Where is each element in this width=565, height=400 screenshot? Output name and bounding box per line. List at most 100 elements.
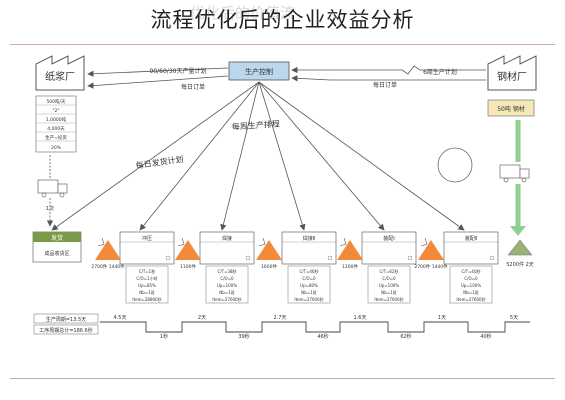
data-box-line: Nb=1班 xyxy=(139,289,154,295)
data-box-line: C/T=62秒 xyxy=(379,268,398,274)
supplier-factory: 纸浆厂 xyxy=(35,55,85,91)
data-box-line: C/T=1秒 xyxy=(139,268,155,274)
end-inventory-label: 5200件 2天 xyxy=(506,261,534,268)
data-box-line: Item=27600秒 xyxy=(374,296,403,302)
process-box-assembly-1: 装配Ⅰ xyxy=(361,231,417,265)
data-box-welding-2: C/T=46秒 C/O=0 Up=80% Nb=1班 Item=27600秒 xyxy=(287,265,331,304)
process-label: 焊接Ⅱ xyxy=(303,235,315,242)
supplier-truck-icon xyxy=(37,179,68,198)
supplier-info-line: 500吨/天 xyxy=(46,98,66,105)
flow-label-left-top: 90/60/30天产量计划 xyxy=(150,67,207,75)
customer-truck-icon xyxy=(499,164,530,183)
legend-process-time: 工序周期总计=186.6秒 xyxy=(39,327,93,334)
end-inventory-triangle xyxy=(507,239,533,256)
process-box-welding-2: 焊接Ⅱ xyxy=(281,231,337,265)
data-box-line: Item=27600秒 xyxy=(456,296,485,302)
data-box-line: Item=27600秒 xyxy=(294,296,323,302)
customer-label: 钢材厂 xyxy=(497,70,527,83)
process-label: 装配Ⅱ xyxy=(465,235,477,242)
schedule-fan-lines xyxy=(51,81,465,231)
data-box-line: C/O=0 xyxy=(464,276,478,281)
timeline-days-label: 1天 xyxy=(438,315,446,321)
data-box-line: Item=28800秒 xyxy=(132,296,161,302)
inventory-label: 1200件 xyxy=(342,263,358,270)
process-box-welding: 焊接 xyxy=(199,231,255,265)
timeline-seconds-label: 1秒 xyxy=(160,333,168,340)
data-box-line: C/O=0 xyxy=(220,276,234,281)
process-box-stamping: 冲压 xyxy=(119,231,175,265)
data-box-line: Nb=1班 xyxy=(219,289,234,295)
data-box-stamping: C/T=1秒 C/O=1小时 Up=85% Nb=1班 Item=28800秒 xyxy=(125,265,169,304)
supplier-info-line: 生产=投资 xyxy=(45,134,67,141)
timeline-days-label: 4.5天 xyxy=(114,315,127,321)
supplier-info-line: "2" xyxy=(52,108,59,114)
timeline-days-label: 2.7天 xyxy=(274,315,287,321)
customer-factory: 钢材厂 xyxy=(487,55,537,91)
kaizen-inventory-5: 2700件 1440件 xyxy=(414,237,448,270)
data-box-line: Nb=1班 xyxy=(301,289,316,295)
timeline-step-line xyxy=(100,321,530,333)
data-box-line: C/T=40秒 xyxy=(461,268,480,274)
supplier-info-line: 4,000天 xyxy=(47,126,65,132)
data-box-line: Up=100% xyxy=(461,283,481,288)
title-ghost-text: 优化后的价值流 xyxy=(190,4,296,22)
supplier-info-box: 500吨/天 "2" 1,0000吨 4,000天 生产=投资 20% xyxy=(35,95,77,153)
kaizen-inventory-2: 1100件 xyxy=(175,237,201,270)
process-shipping-box: 发货 成品收货区 xyxy=(32,231,82,263)
data-box-line: Up=100% xyxy=(217,283,237,288)
timeline-days-label: 2天 xyxy=(198,315,206,321)
customer-info-label: 50吨 钢材 xyxy=(497,105,525,113)
data-box-assembly-2: C/T=40秒 C/O=0 Up=100% Nb=1班 Item=27600秒 xyxy=(449,265,493,304)
supplier-info-line: 20% xyxy=(51,145,62,151)
data-box-assembly-1: C/T=62秒 C/O=0 Up=100% Nb=1班 Item=27600秒 xyxy=(367,265,411,304)
info-flow-to-supplier xyxy=(87,67,229,77)
info-flow-to-supplier xyxy=(87,75,229,89)
legend-lead-time: 生产周期=13.5天 xyxy=(46,316,86,323)
kaizen-inventory-3: 1600件 xyxy=(256,237,282,270)
data-box-line: Nb=1班 xyxy=(381,289,396,295)
info-flow-from-customer xyxy=(291,75,331,82)
process-shipping-label: 发货 xyxy=(51,234,63,242)
page-title: 流程优化后的企业效益分析 xyxy=(150,8,415,32)
customer-shipment-arrowhead xyxy=(510,226,526,236)
supplier-info-line: 1,0000吨 xyxy=(46,116,67,123)
data-box-line: C/O=0 xyxy=(382,276,396,281)
timeline-seconds-label: 39秒 xyxy=(238,333,249,340)
data-box-line: Up=85% xyxy=(138,283,156,288)
process-label: 装配Ⅰ xyxy=(383,235,394,242)
timeline-days-label: 1.6天 xyxy=(354,315,367,321)
flow-label-right-top: 6周生产计划 xyxy=(423,68,457,76)
inventory-label: 1100件 xyxy=(180,263,196,270)
inventory-label: 2700件 1440件 xyxy=(414,263,448,270)
data-box-welding: C/T=38秒 C/O=0 Up=100% Nb=1班 Item=27600秒 xyxy=(205,265,249,304)
timeline-seconds-label: 40秒 xyxy=(480,333,491,340)
bottom-divider xyxy=(10,378,555,379)
process-label: 焊接 xyxy=(222,235,232,242)
timeline-end-days-label: 5天 xyxy=(510,315,518,321)
timeline-legend: 生产周期=13.5天 工序周期总计=186.6秒 xyxy=(33,313,99,335)
timeline-seconds-label: 46秒 xyxy=(317,333,328,340)
data-box-line: Item=27600秒 xyxy=(212,296,241,302)
data-box-line: C/O=1小时 xyxy=(136,275,157,281)
customer-info-box: 50吨 钢材 xyxy=(487,99,535,117)
data-box-line: C/T=38秒 xyxy=(217,268,236,274)
flow-label-left-bottom: 每日订单 xyxy=(181,83,205,91)
go-see-circle xyxy=(437,147,473,183)
production-control-box: 生产控制 xyxy=(228,61,290,81)
production-control-label: 生产控制 xyxy=(245,67,273,76)
inventory-label: 2700件 1440件 xyxy=(91,263,125,270)
data-box-line: Up=100% xyxy=(379,283,399,288)
process-shipping-info: 成品收货区 xyxy=(44,250,69,257)
daily-plan-label: 每日发货计划 xyxy=(135,154,184,171)
weekly-schedule-label: 每周生产排程 xyxy=(232,118,281,131)
kaizen-inventory-4: 1200件 xyxy=(337,237,363,270)
process-label: 冲压 xyxy=(142,235,152,242)
supplier-label: 纸浆厂 xyxy=(45,70,75,83)
process-box-assembly-2: 装配Ⅱ xyxy=(443,231,499,265)
data-box-line: Nb=1班 xyxy=(463,289,478,295)
inventory-label: 1600件 xyxy=(261,263,277,270)
kaizen-inventory-1: 2700件 1440件 xyxy=(91,237,125,270)
data-box-line: C/T=46秒 xyxy=(299,268,318,274)
data-box-line: C/O=0 xyxy=(302,276,316,281)
